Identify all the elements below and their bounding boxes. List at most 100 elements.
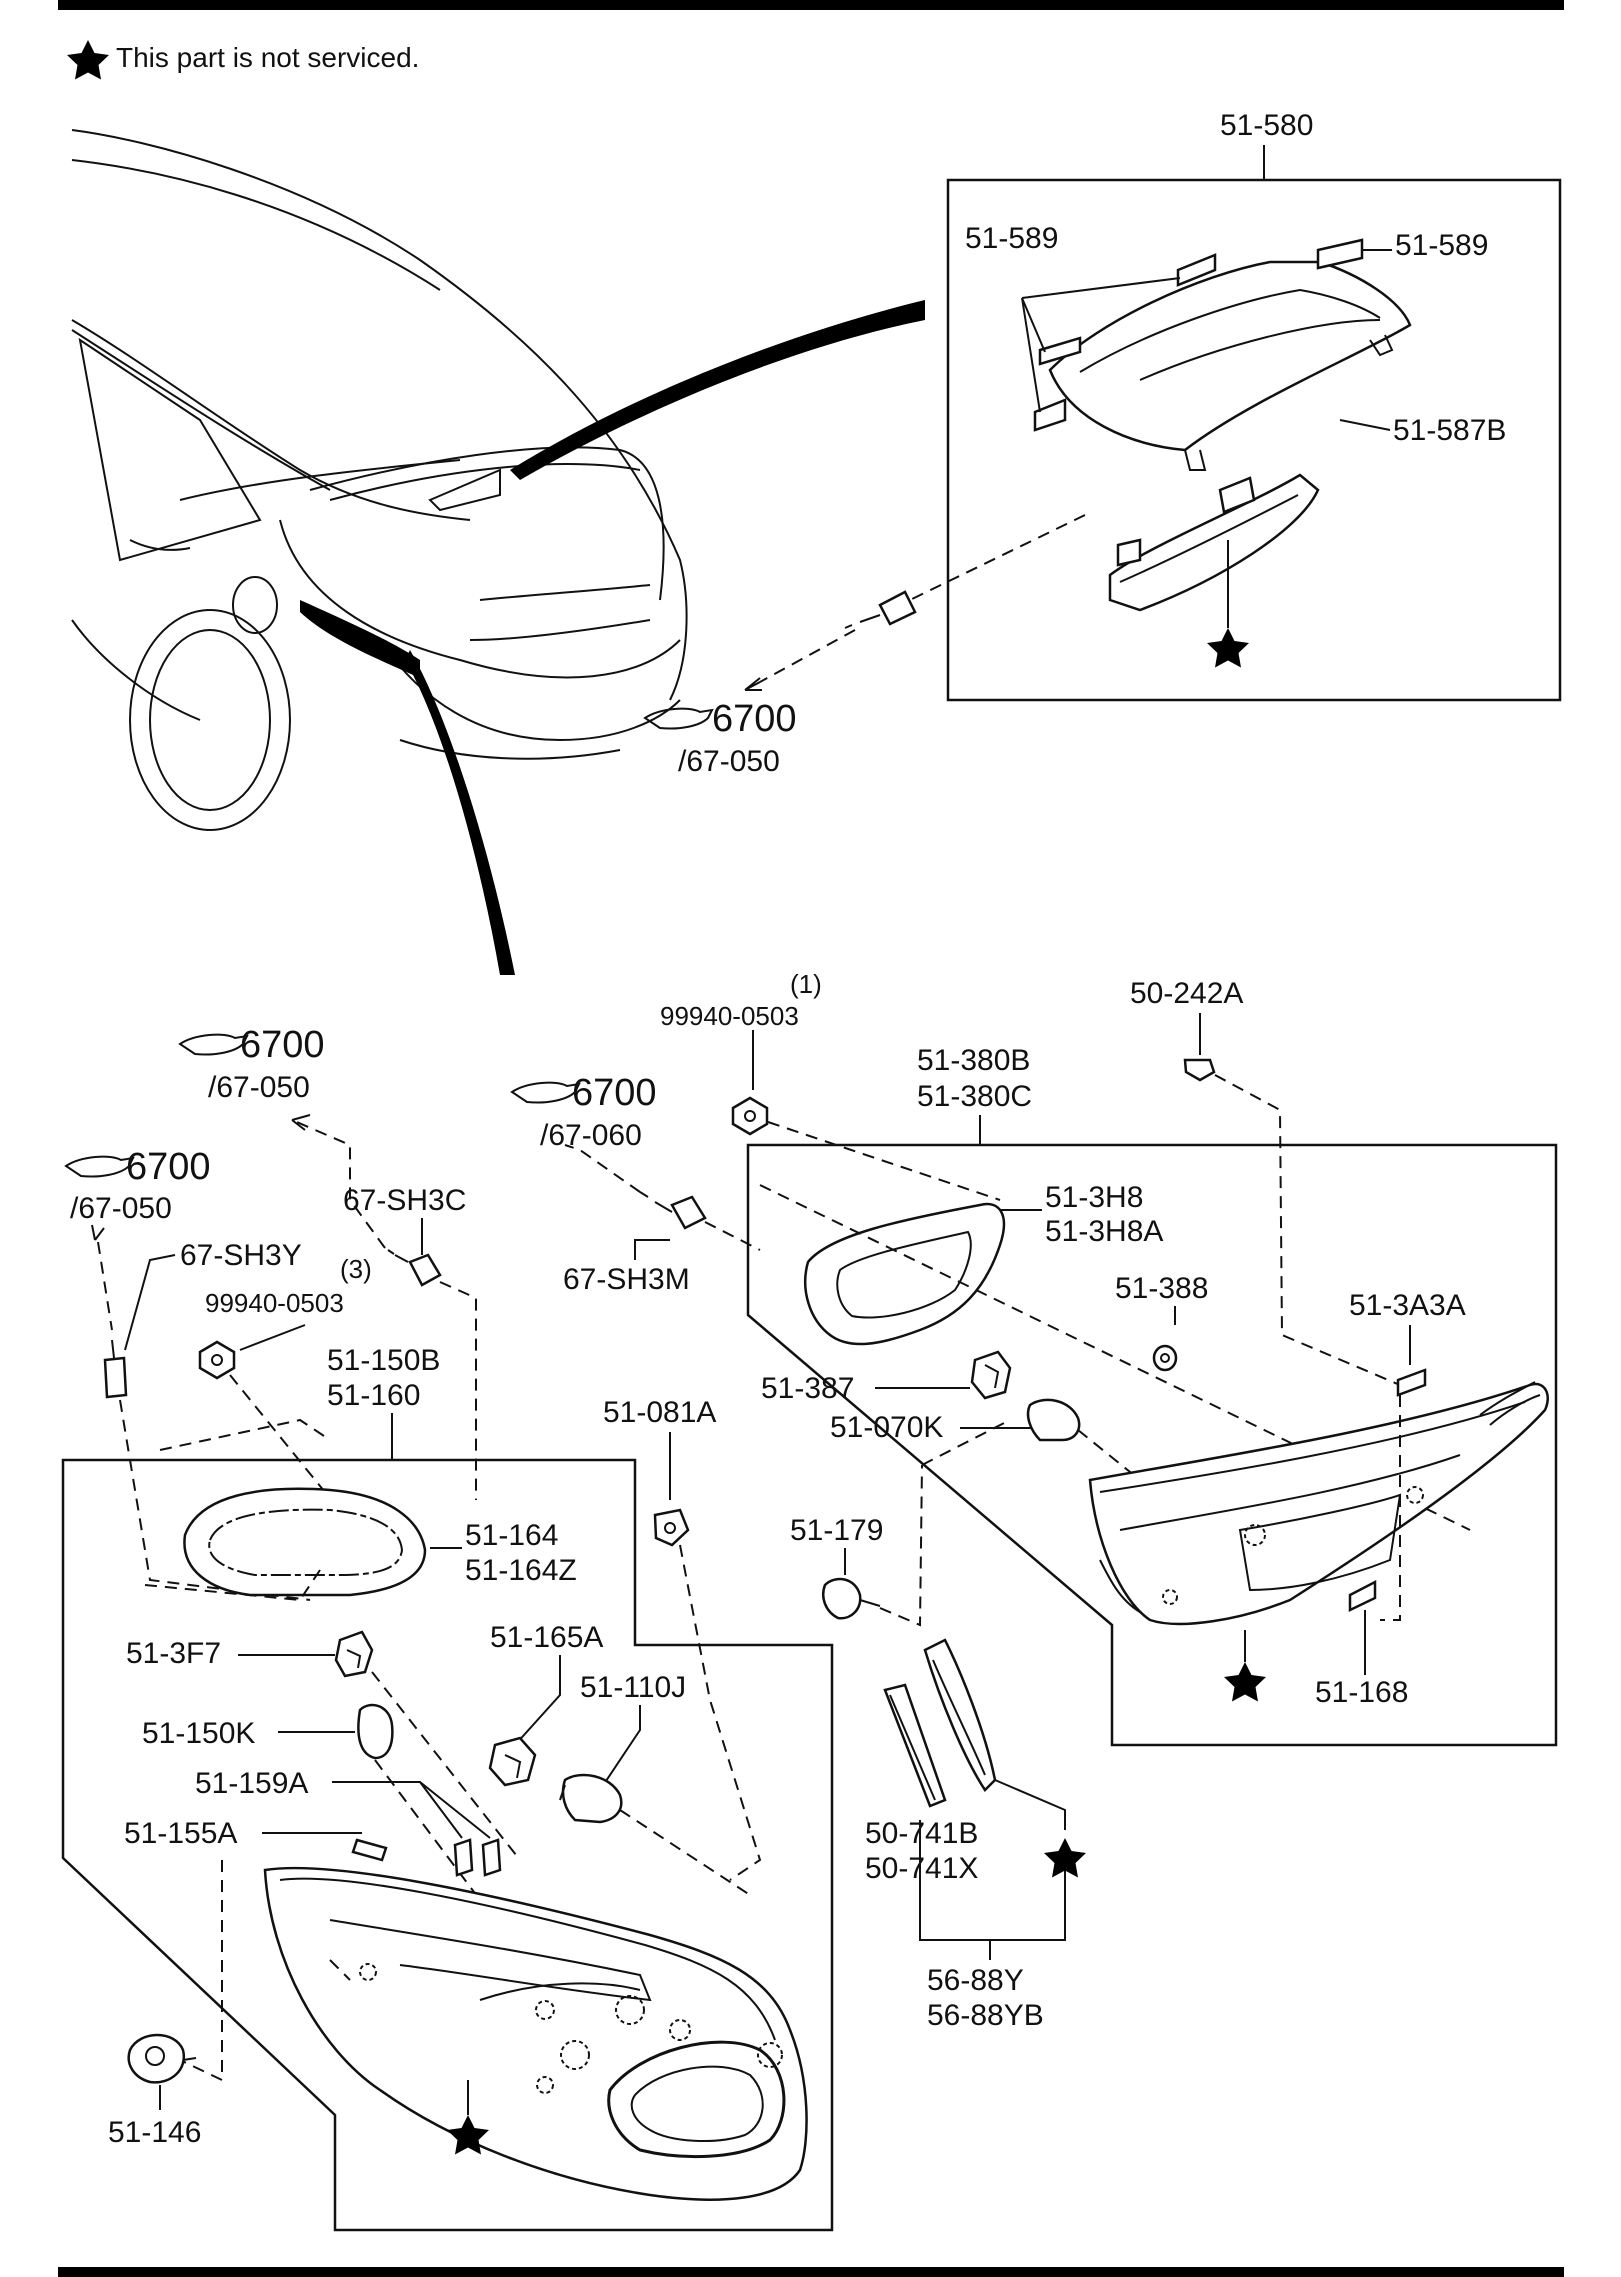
nut-icon — [731, 1096, 769, 1136]
label-51-589-a: 51-589 — [965, 222, 1058, 255]
label-51-580: 51-580 — [1220, 109, 1313, 142]
socket-icon-51-3F7 — [334, 1630, 374, 1678]
label-51-168: 51-168 — [1315, 1676, 1408, 1709]
label-51-110J: 51-110J — [580, 1671, 686, 1704]
label-67-SH3Y: 67-SH3Y — [180, 1239, 302, 1272]
label-51-3A3A: 51-3A3A — [1349, 1289, 1466, 1322]
label-51-388: 51-388 — [1115, 1272, 1208, 1305]
label-51-150K: 51-150K — [142, 1717, 255, 1750]
box-51-160 — [61, 1458, 834, 2232]
highmount-lamp-unit — [1108, 473, 1320, 612]
label-99940-0503-top-qty: (1) — [790, 969, 822, 999]
pointing-hand-icon — [178, 1033, 249, 1056]
connector-icon-67-SH3M — [639, 1191, 707, 1230]
svg-text:6700: 6700 — [126, 1146, 211, 1188]
label-67-SH3C: 67-SH3C — [343, 1184, 466, 1217]
star-icon — [447, 2115, 489, 2155]
tape-icon — [481, 1838, 502, 1877]
bulb-icon-51-070K — [1026, 1398, 1081, 1442]
ref-6700-mid: 6700 /67-060 — [510, 1072, 657, 1152]
svg-text:/67-050: /67-050 — [208, 1071, 310, 1104]
label-50-242A: 50-242A — [1130, 977, 1243, 1010]
nut-icon — [198, 1340, 236, 1380]
label-51-387: 51-387 — [761, 1372, 854, 1405]
label-51-380B: 51-380B — [917, 1044, 1030, 1077]
box-51-580 — [946, 178, 1562, 702]
clip-icon — [1183, 1058, 1216, 1082]
leader-wedge-highmount — [510, 300, 925, 480]
label-99940-0503-left: 99940-0503 — [205, 1288, 344, 1318]
ref-6700-top: 6700 /67-050 — [643, 698, 797, 778]
star-icon — [1224, 1662, 1266, 1702]
tape-icon — [1038, 336, 1082, 366]
grommet-icon — [1152, 1344, 1178, 1372]
tape-icon — [1316, 238, 1364, 270]
ref-6700-left-a: 6700 /67-050 — [178, 1024, 325, 1104]
legend-note: This part is not serviced. — [116, 42, 419, 73]
socket-icon-51-387 — [970, 1350, 1012, 1400]
tape-icon — [453, 1838, 474, 1877]
label-51-3H8: 51-3H8 — [1045, 1181, 1143, 1214]
label-99940-0503-top: 99940-0503 — [660, 1001, 799, 1031]
label-51-179: 51-179 — [790, 1514, 883, 1547]
reflector-50-741 — [883, 1683, 947, 1808]
box-51-380 — [746, 1143, 1558, 1747]
outer-tail-lamp — [263, 1866, 808, 2201]
label-51-159A: 51-159A — [195, 1767, 308, 1800]
tape-icon — [351, 1838, 388, 1862]
tape-icon — [1176, 253, 1217, 287]
screw-icon-51-179 — [821, 1577, 881, 1620]
connector-icon-67-SH3Y — [103, 1339, 128, 1399]
pointing-hand-icon — [643, 707, 714, 730]
label-51-150B: 51-150B — [327, 1344, 440, 1377]
highmount-lamp-cover — [1048, 260, 1412, 471]
svg-text:/67-050: /67-050 — [70, 1192, 172, 1225]
gasket-51-164 — [183, 1487, 427, 1597]
ref-6700-left-b: 6700 /67-050 — [64, 1146, 211, 1225]
svg-text:/67-050: /67-050 — [678, 745, 780, 778]
bolt-icon-51-146 — [127, 2033, 197, 2084]
label-51-081A: 51-081A — [603, 1396, 716, 1429]
connector-icon-67-SH3C — [387, 1249, 442, 1287]
star-icon — [67, 40, 109, 80]
pointing-hand-icon — [64, 1155, 135, 1178]
svg-text:6700: 6700 — [240, 1024, 325, 1066]
label-51-070K: 51-070K — [830, 1411, 943, 1444]
label-51-165A: 51-165A — [490, 1621, 603, 1654]
label-99940-0503-left-qty: (3) — [340, 1254, 372, 1284]
label-56-88Y: 56-88Y — [927, 1964, 1024, 1997]
inner-tail-lamp — [1088, 1381, 1549, 1626]
car-illustration — [71, 129, 688, 831]
label-56-88YB: 56-88YB — [927, 1999, 1044, 2032]
star-icon — [1044, 1838, 1086, 1878]
socket-icon-51-165A — [488, 1736, 537, 1787]
label-51-164: 51-164 — [465, 1519, 558, 1552]
label-50-741X: 50-741X — [865, 1852, 978, 1885]
top-rule — [58, 0, 1564, 10]
svg-text:6700: 6700 — [712, 698, 797, 740]
clip-icon — [653, 1508, 690, 1547]
label-51-160: 51-160 — [327, 1379, 420, 1412]
label-51-380C: 51-380C — [917, 1080, 1032, 1113]
bulb-icon-51-110J — [559, 1773, 623, 1824]
tape-icon — [1348, 1579, 1377, 1612]
svg-text:/67-060: /67-060 — [540, 1119, 642, 1152]
leader-wedge-taillamp — [405, 650, 515, 975]
label-50-741B: 50-741B — [865, 1817, 978, 1850]
label-51-3F7: 51-3F7 — [126, 1637, 221, 1670]
gasket-51-3H8 — [804, 1202, 1006, 1346]
bottom-rule — [58, 2267, 1564, 2277]
bulb-icon-51-150K — [357, 1703, 394, 1760]
pointing-hand-icon — [510, 1081, 581, 1104]
label-51-146: 51-146 — [108, 2116, 201, 2149]
tape-icon — [1396, 1368, 1427, 1397]
label-51-589-b: 51-589 — [1395, 229, 1488, 262]
connector-icon — [844, 590, 917, 629]
star-icon — [1207, 628, 1249, 668]
side-marker-56-88 — [923, 1638, 997, 1792]
tape-icon — [1033, 398, 1067, 432]
label-51-155A: 51-155A — [124, 1817, 237, 1850]
label-51-164Z: 51-164Z — [465, 1554, 577, 1587]
svg-text:6700: 6700 — [572, 1072, 657, 1114]
